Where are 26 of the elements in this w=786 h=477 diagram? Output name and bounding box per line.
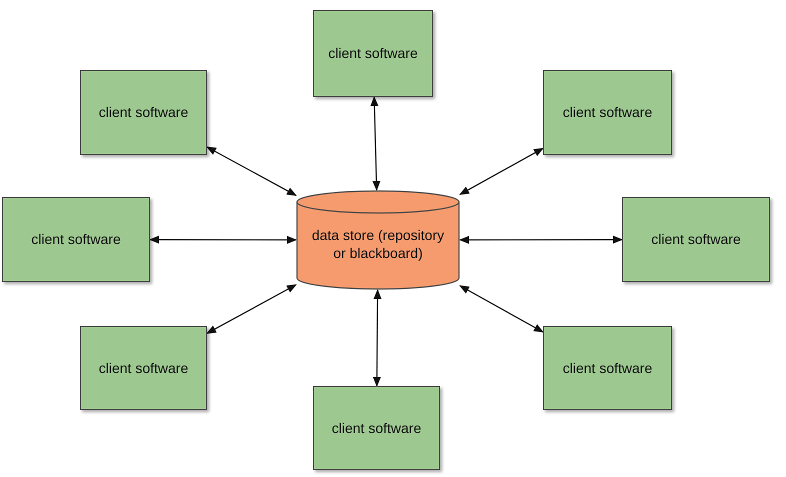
client-box	[543, 326, 672, 410]
client-label: client software	[332, 418, 422, 438]
client-label: client software	[98, 103, 188, 122]
client-box	[313, 10, 433, 97]
client-box	[622, 197, 770, 282]
database-cylinder	[296, 190, 460, 290]
client-label: client software	[651, 230, 741, 249]
client-label: client software	[562, 358, 652, 378]
store-label: data store (repository or blackboard)	[310, 226, 446, 262]
double-arrow	[459, 148, 544, 195]
client-label: client software	[562, 103, 652, 122]
client-box	[2, 197, 150, 282]
double-arrow	[149, 236, 297, 244]
client-label: client software	[31, 230, 121, 249]
double-arrow	[459, 285, 544, 333]
double-arrow	[206, 284, 297, 334]
double-arrow	[370, 96, 380, 191]
client-label: client software	[328, 44, 418, 63]
client-box	[543, 70, 672, 155]
client-box	[80, 70, 207, 155]
client-label: client software	[98, 358, 188, 378]
client-box	[80, 326, 207, 410]
double-arrow	[459, 236, 623, 244]
client-box	[313, 386, 440, 470]
double-arrow	[206, 146, 297, 196]
double-arrow	[372, 289, 382, 387]
